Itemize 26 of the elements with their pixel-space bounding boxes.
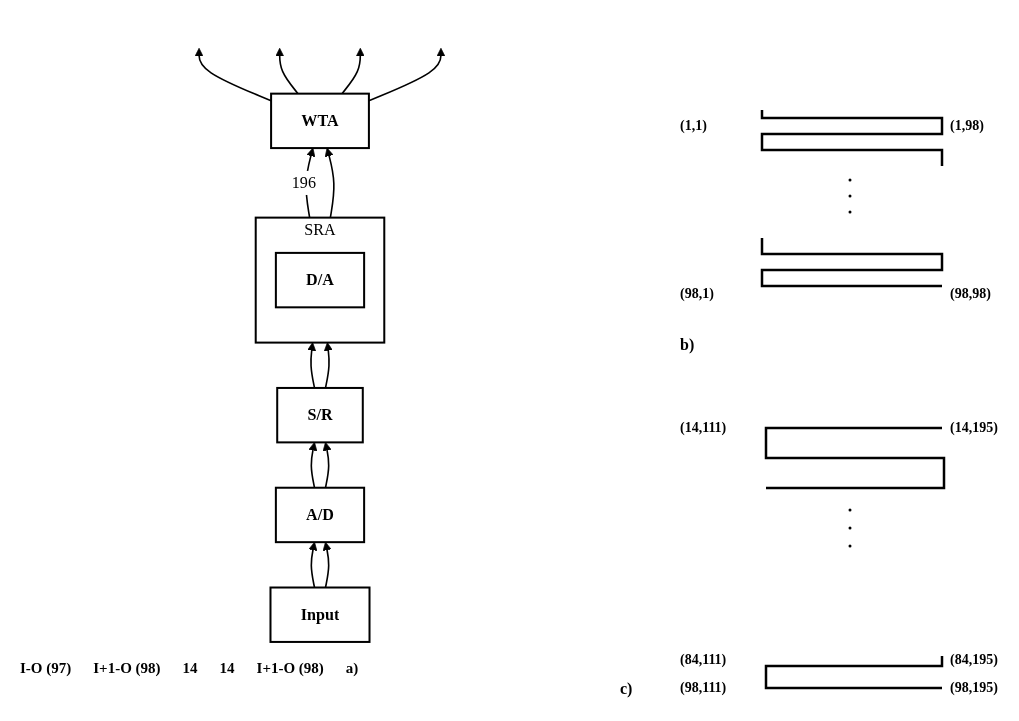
node-box: D/A [274,251,366,309]
annotation-label: a) [345,660,359,677]
coordinate-label: (98,98) [950,286,991,302]
node-box: S/R [276,386,364,444]
coordinate-label: (98,195) [950,680,998,696]
annotation-label: 14 [219,660,235,677]
annotation-label: I+1-O (98) [93,660,161,677]
coordinate-label: (14,111) [680,420,727,436]
annotation-label: I+1-O (98) [256,660,324,677]
coordinate-label: (1,98) [950,118,984,134]
node-box: WTA [270,92,370,150]
annotation-label: I-O (97) [20,660,72,677]
arrow [368,47,446,102]
coordinate-label: (98,1) [680,286,714,302]
panel-label: c) [620,680,633,698]
coordinate-label: (84,111) [680,652,727,668]
annotation-label: 14 [182,660,198,677]
edge-label: 196 [291,173,316,191]
node-box: Input [269,586,371,643]
panel-label: b) [680,336,695,354]
node-box: A/D [274,486,366,544]
coordinate-label: (1,1) [680,118,707,134]
coordinate-label: (98,111) [680,680,727,696]
coordinate-label: (14,195) [950,420,998,436]
arrow [194,47,272,102]
coordinate-label: (84,195) [950,652,998,668]
